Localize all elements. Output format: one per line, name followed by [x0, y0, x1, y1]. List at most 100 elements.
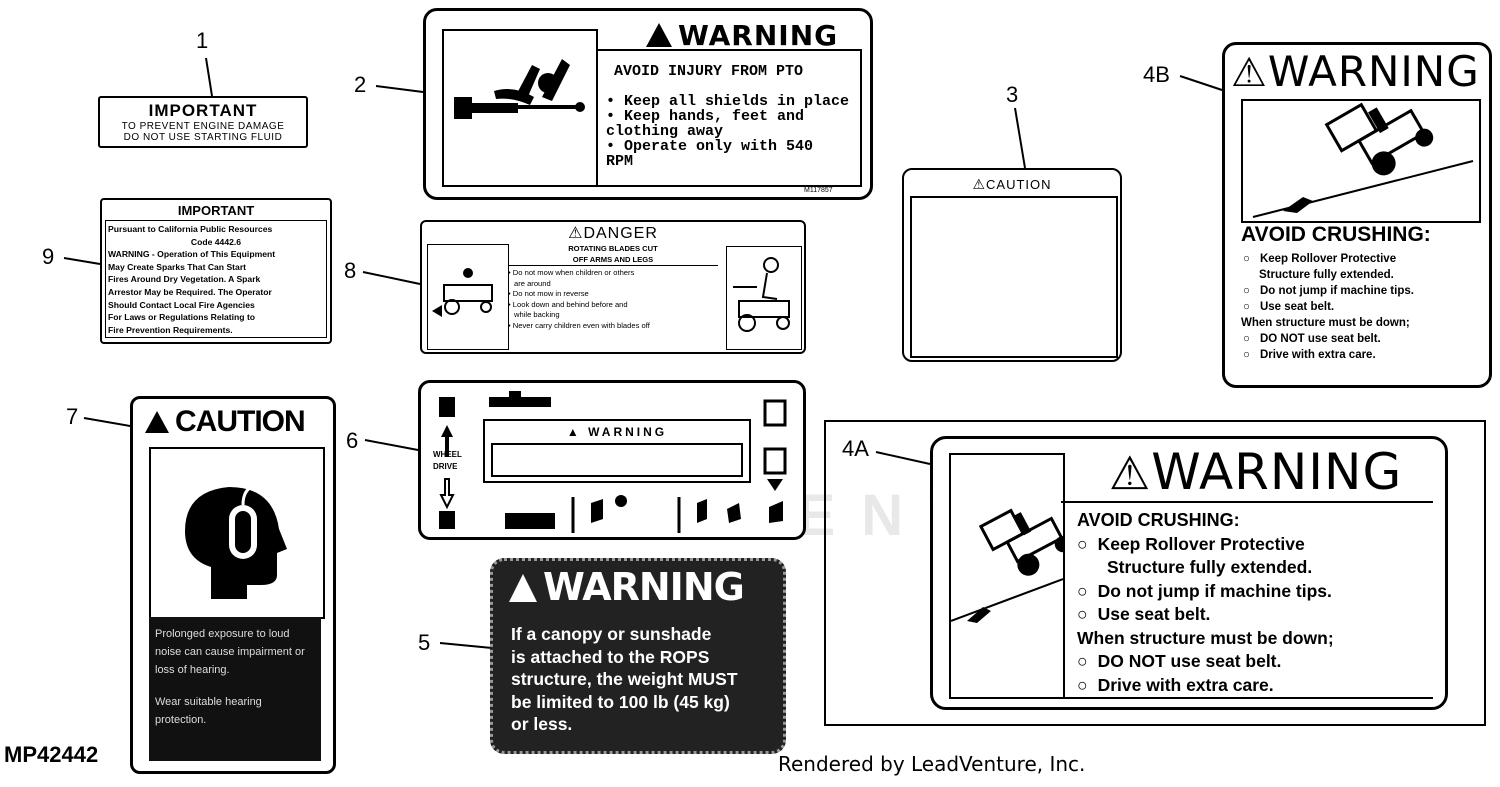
- decal4b-bullet: Keep Rollover Protective: [1243, 251, 1414, 267]
- decal8-bullet-cont: are around: [514, 278, 551, 288]
- decal7-text2: Wear suitable hearing protection.: [155, 696, 262, 726]
- decal-4b: ⚠WARNING AVOID CRUSHING: Keep Rollover P…: [1222, 42, 1492, 388]
- decal5-line: be limited to 100 lb (45 kg): [511, 691, 730, 712]
- decal7-textbox: Prolonged exposure to loud noise can cau…: [149, 617, 321, 761]
- callout-3: 3: [1006, 82, 1019, 107]
- credit-text: Rendered by LeadVenture, Inc.: [778, 752, 1086, 776]
- decal4b-when: When structure must be down;: [1241, 317, 1410, 329]
- decal9-line: Fire Prevention Requirements.: [108, 324, 233, 335]
- decal4a-when: When structure must be down;: [1077, 627, 1334, 648]
- decal4b-bullet-cont: Structure fully extended.: [1259, 269, 1394, 281]
- callout-7: 7: [66, 404, 79, 429]
- decal8-text: ROTATING BLADES CUT OFF ARMS AND LEGS • …: [508, 244, 718, 348]
- decal7-text1: Prolonged exposure to loud noise can cau…: [155, 628, 305, 676]
- callout-5: 5: [418, 630, 431, 655]
- callout-2: 2: [354, 72, 367, 97]
- decal8-header: DANGER: [583, 225, 658, 242]
- control-panel-icon: [489, 391, 551, 407]
- decal6-wheel: WHEEL: [433, 450, 462, 459]
- caution-triangle-icon: [145, 411, 169, 433]
- decal1-title: IMPORTANT: [148, 101, 258, 120]
- decal4a-textbox: AVOID CRUSHING: Keep Rollover Protective…: [1061, 501, 1433, 699]
- decal-1: IMPORTANT TO PREVENT ENGINE DAMAGE DO NO…: [98, 96, 308, 148]
- decal2-textbox: AVOID INJURY FROM PTO • Keep all shields…: [596, 49, 862, 187]
- callout-4a: 4A: [842, 436, 869, 461]
- decal8-bullet-text: Do not mow when children or others: [512, 268, 635, 277]
- decal6-bottom-pictograms: [499, 489, 759, 533]
- callout-8: 8: [344, 258, 357, 283]
- decal4a-bullet: Use seat belt.: [1077, 603, 1433, 627]
- decal8-bullet-cont: while backing: [514, 310, 560, 319]
- decal4a-bullet: Keep Rollover Protective: [1077, 533, 1433, 557]
- decal4a-bullet: Do not jump if machine tips.: [1077, 580, 1433, 604]
- decal7-header: CAUTION: [175, 405, 306, 438]
- rollover-tractor-icon: [1252, 102, 1474, 218]
- decal2-bullet-text: Keep hands, feet and clothing away: [606, 108, 805, 140]
- decal6-wheel-drive: WHEEL DRIVE: [425, 449, 462, 473]
- decal4a-bullet-cont: Structure fully extended.: [1107, 557, 1313, 577]
- decal1-line2: DO NOT USE STARTING FLUID: [123, 132, 283, 143]
- decal8-header-row: ⚠DANGER: [422, 223, 804, 243]
- decal4b-header-row: ⚠WARNING: [1231, 47, 1480, 96]
- decal4b-bullet: Use seat belt.: [1243, 299, 1414, 315]
- pto-hazard-icon: [454, 59, 585, 119]
- decal6-inner-box: [491, 443, 743, 477]
- decal-4a-frame: [824, 420, 1486, 726]
- decal7-pictogram: [149, 447, 325, 619]
- decal-8: ⚠DANGER ROTATING BLADES CUT OFF ARMS AND…: [420, 220, 806, 354]
- hearing-protection-icon: [185, 483, 287, 599]
- decal9-line: For Laws or Regulations Relating to: [108, 312, 256, 323]
- decal9-line: Code 4442.6: [190, 236, 242, 247]
- decal2-bullet: • Keep hands, feet and clothing away: [606, 108, 805, 140]
- decal-6: WHEEL DRIVE ▲ WARNING: [418, 380, 806, 540]
- decal2-bullet: • Operate only with 540 RPM: [606, 138, 814, 170]
- decal-7: CAUTION Prolonged exposure to loud noise…: [130, 396, 336, 774]
- warning-triangle-icon: ▲: [566, 425, 582, 439]
- decal4b-bullet: Do not jump if machine tips.: [1243, 283, 1414, 299]
- decal4b-bullet: DO NOT use seat belt.: [1243, 331, 1414, 347]
- decal4b-bullets: Keep Rollover Protective Structure fully…: [1241, 251, 1414, 363]
- decal6-warning-box: ▲ WARNING: [483, 419, 751, 483]
- decal4a-title: AVOID CRUSHING:: [1077, 510, 1240, 530]
- decal4b-pictogram: [1241, 99, 1481, 223]
- decal8-sub1: ROTATING BLADES CUT: [568, 244, 658, 253]
- decal9-line: WARNING - Operation of This Equipment: [108, 249, 276, 260]
- caution-triangle-icon: ⚠: [972, 176, 987, 192]
- mower-reverse-icon: [432, 268, 493, 317]
- warning-triangle-icon: ⚠: [1231, 50, 1268, 96]
- callout-4b: 4B: [1143, 62, 1170, 87]
- decal8-right-pictogram: [726, 246, 802, 350]
- callout-6: 6: [346, 428, 359, 453]
- decal4a-bullet: DO NOT use seat belt.: [1077, 650, 1433, 674]
- warning-triangle-icon: ⚠: [1109, 446, 1152, 500]
- decal1-line1: TO PREVENT ENGINE DAMAGE: [121, 121, 285, 132]
- decal6-header-row: ▲ WARNING: [485, 425, 749, 439]
- decal4b-bullet: Drive with extra care.: [1243, 347, 1414, 363]
- decal2-bullets: • Keep all shields in place • Keep hands…: [606, 94, 860, 169]
- decal9-title: IMPORTANT: [177, 203, 255, 218]
- decal9-line: Fires Around Dry Vegetation. A Spark: [108, 274, 261, 285]
- warning-triangle-icon: [646, 23, 672, 47]
- decal8-bullet: • Never carry children even with blades …: [508, 320, 650, 330]
- decal4a-bullet: Drive with extra care.: [1077, 674, 1433, 698]
- decal-5: WARNING If a canopy or sunshade is attac…: [490, 558, 786, 754]
- decal2-code: M117857: [804, 187, 833, 194]
- decal6-top-pictogram: [487, 391, 553, 413]
- lever-position-icons: [763, 399, 787, 523]
- decal4a-pictogram: [949, 453, 1071, 699]
- decal8-sub2: OFF ARMS AND LEGS: [508, 255, 718, 266]
- decal8-bullet-text: Never carry children even with blades of…: [512, 320, 650, 330]
- decal4a-text: AVOID CRUSHING: Keep Rollover Protective…: [1077, 509, 1433, 697]
- decal3-blank-area: [910, 196, 1118, 358]
- decal8-bullet-text: Look down and behind before and: [512, 299, 628, 309]
- decal5-line: or less.: [511, 714, 573, 734]
- decal-3: ⚠CAUTION: [902, 168, 1122, 362]
- decal9-line: Arrestor May be Required. The Operator: [108, 286, 272, 297]
- decal2-bullet: • Keep all shields in place: [606, 93, 850, 110]
- decal2-subtitle: AVOID INJURY FROM PTO: [614, 63, 804, 80]
- decal5-header: WARNING: [543, 565, 745, 609]
- decal9-body: Pursuant to California Public Resources …: [105, 220, 327, 338]
- decal8-bullet: • Do not mow when children or others: [508, 268, 635, 277]
- decal-2: WARNING AVOID INJURY FROM PTO • Keep all…: [423, 8, 873, 200]
- decal4b-header: WARNING: [1267, 47, 1480, 96]
